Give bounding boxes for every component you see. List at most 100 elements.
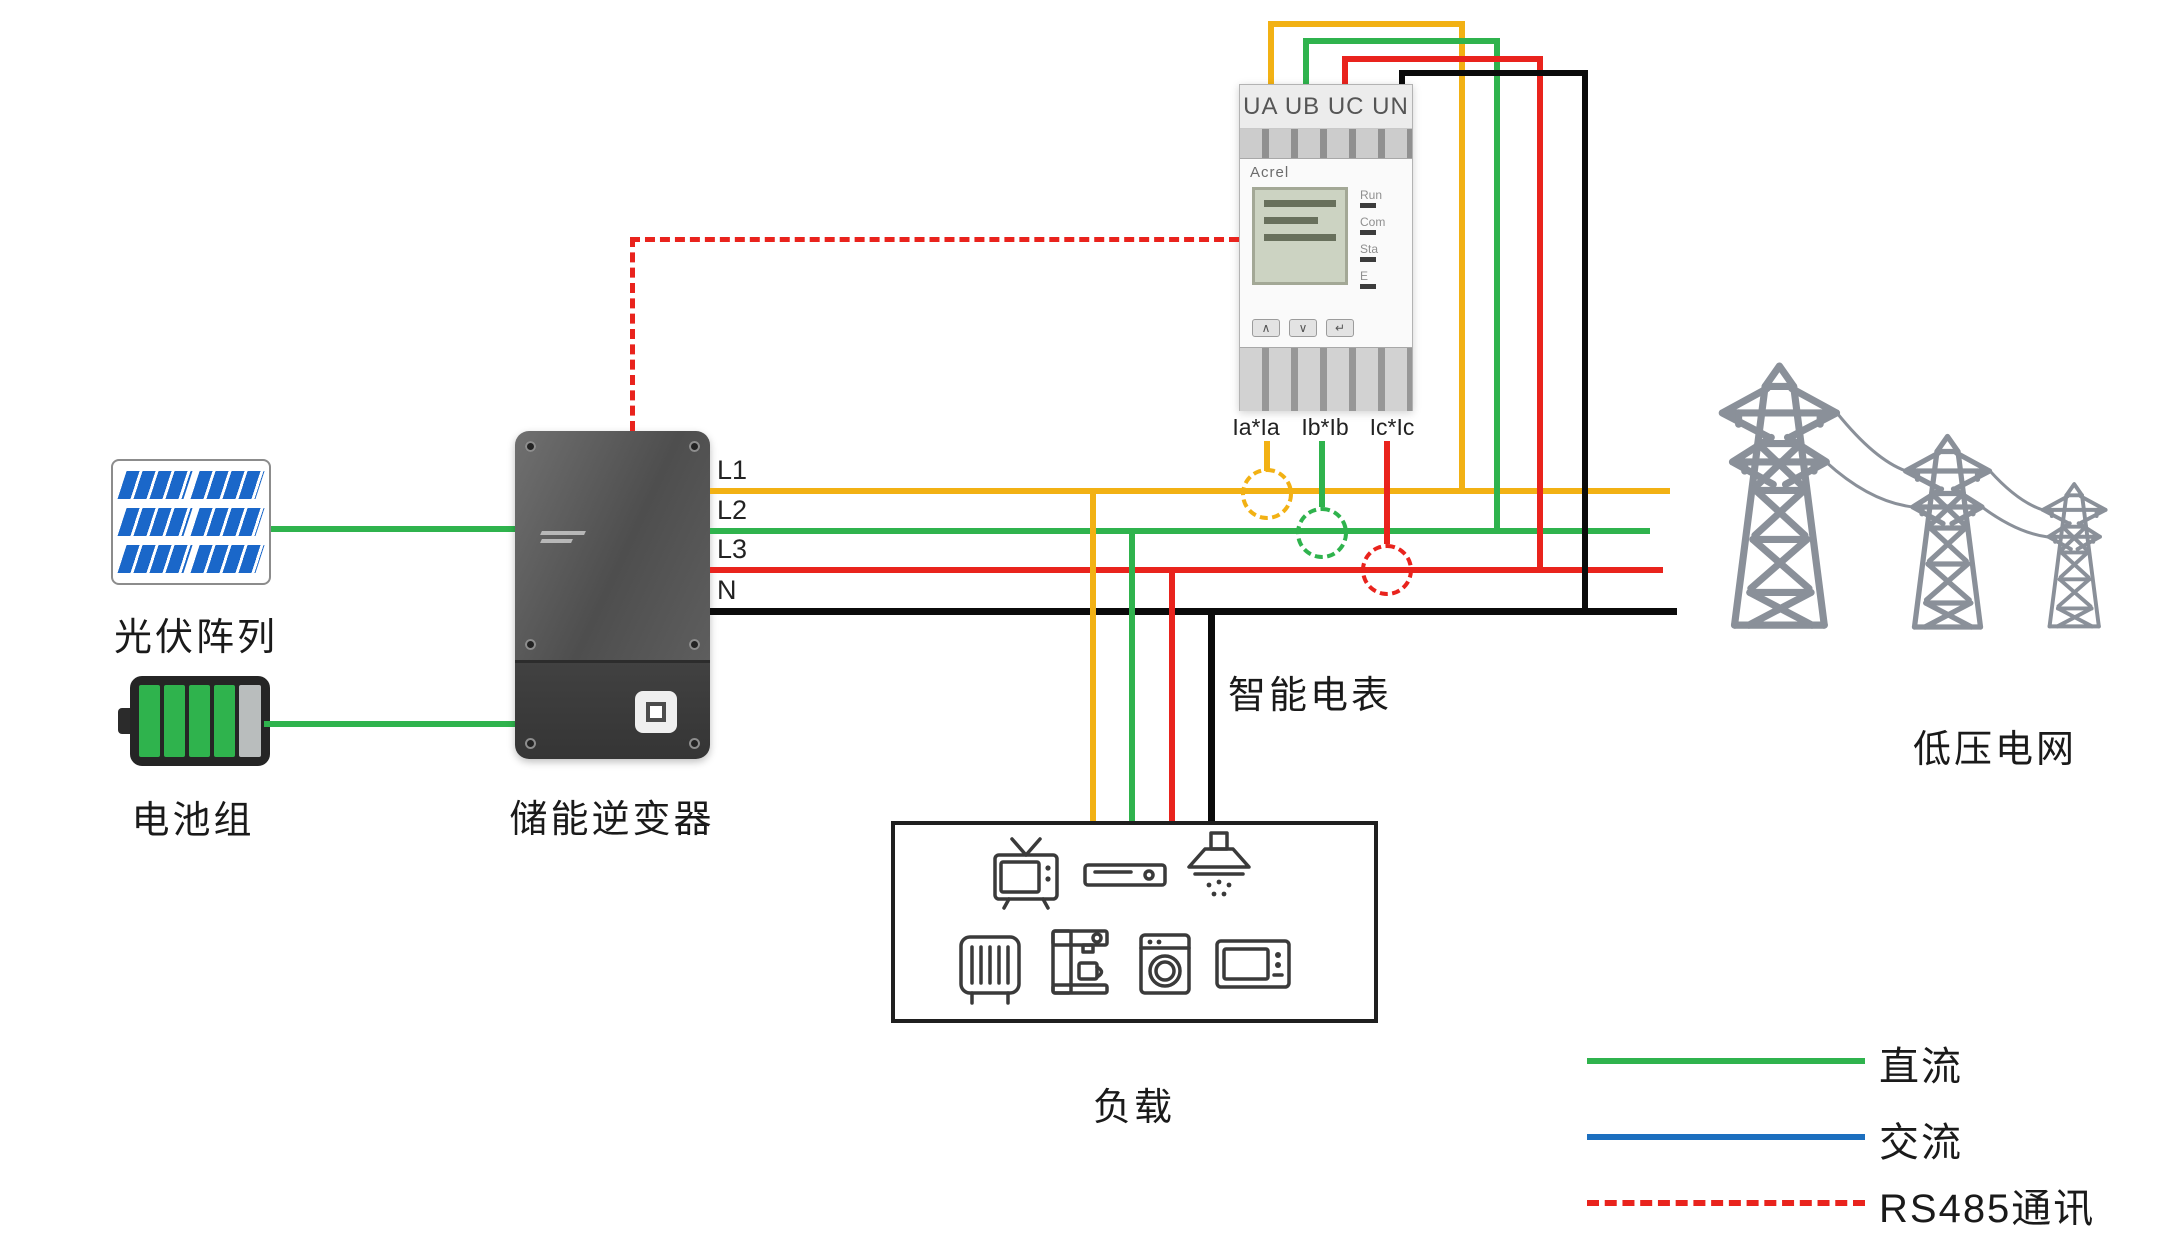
- pv-panel-row: [117, 545, 265, 573]
- meter-up-button: ∧: [1252, 319, 1280, 337]
- inverter: [515, 431, 710, 759]
- grid-towers: [1700, 350, 2108, 635]
- bus-line-l2: [710, 528, 1650, 534]
- ct-clamp-l1-icon: [1241, 468, 1293, 520]
- meter-terminal-label-ib: Ib*Ib: [1301, 414, 1349, 440]
- battery-label: 电池组: [131, 800, 255, 842]
- meter-buttons: ∧ ∨ ↵: [1252, 319, 1354, 337]
- inverter-logo: [540, 527, 586, 557]
- wire-pv-to-inverter: [271, 526, 515, 532]
- ct-clamp-l2-icon: [1296, 507, 1348, 559]
- wire-un-up: [1399, 70, 1405, 86]
- pv-panel-row: [117, 508, 265, 536]
- load-box: [891, 821, 1378, 1023]
- inverter-lower-panel: [515, 660, 710, 759]
- grid-label: 低压电网: [1912, 729, 2077, 771]
- screw-icon: [689, 441, 700, 452]
- screw-icon: [525, 639, 536, 650]
- bus-label-n: N: [717, 575, 737, 605]
- inverter-label: 储能逆变器: [509, 799, 715, 841]
- screw-icon: [689, 639, 700, 650]
- battery-icon: [118, 676, 270, 766]
- meter-indicator-panel: Run Com Sta E: [1360, 189, 1404, 297]
- meter-indicator-run: Run: [1360, 188, 1383, 202]
- meter-indicator-e: E: [1360, 269, 1369, 283]
- legend-dc-label: 直流: [1879, 1045, 1963, 1089]
- wire-ub-across: [1303, 38, 1500, 44]
- wire-battery-to-inverter: [264, 721, 515, 727]
- wire-ct-ia: [1264, 441, 1270, 471]
- wire-ct-ic: [1384, 441, 1390, 544]
- wire-l3-to-load: [1169, 567, 1175, 821]
- range-hood-icon: [1187, 831, 1251, 897]
- rs485-link-vertical: [630, 237, 635, 431]
- meter-terminal-label-ic: Ic*Ic: [1369, 414, 1415, 440]
- meter-bottom-terminal-block: [1240, 347, 1412, 411]
- inverter-front-panel: [515, 431, 710, 660]
- rs485-link-horizontal: [630, 237, 1239, 242]
- transmission-tower-icon: [1722, 366, 1836, 625]
- wire-un-across: [1399, 70, 1588, 76]
- bus-line-l1: [710, 488, 1670, 494]
- meter-enter-button: ↵: [1326, 319, 1354, 337]
- transmission-tower-icon: [1906, 437, 1990, 628]
- pv-array-label: 光伏阵列: [113, 617, 278, 659]
- wire-uc-across: [1342, 56, 1543, 62]
- screw-icon: [525, 441, 536, 452]
- e-led-icon: [1360, 284, 1376, 289]
- legend-ac-label: 交流: [1879, 1121, 1963, 1165]
- meter-lcd-screen: [1252, 187, 1348, 285]
- bus-line-l3: [710, 567, 1663, 573]
- meter-indicator-com: Com: [1360, 215, 1386, 229]
- tv-icon: [993, 837, 1059, 910]
- wire-ua-across: [1268, 21, 1465, 27]
- dvd-player-icon: [1083, 863, 1167, 887]
- bus-label-l2: L2: [717, 495, 748, 525]
- wire-un-down-to-n: [1582, 70, 1588, 615]
- legend-dc-line: [1587, 1058, 1865, 1064]
- ct-clamp-l3-icon: [1361, 544, 1413, 596]
- meter-face: Acrel Run Com Sta E ∧ ∨ ↵: [1240, 159, 1412, 347]
- wire-uc-down-to-l3: [1537, 56, 1543, 573]
- power-line-curves: [1824, 412, 2049, 539]
- legend-rs485-line: [1587, 1200, 1865, 1206]
- sta-led-icon: [1360, 257, 1376, 262]
- microwave-icon: [1215, 939, 1291, 989]
- wire-uc-up: [1342, 56, 1348, 84]
- meter-down-button: ∨: [1289, 319, 1317, 337]
- inverter-port-icon: [635, 691, 677, 733]
- meter-terminal-label-ia: Ia*Ia: [1232, 414, 1280, 440]
- wire-l2-to-load: [1129, 528, 1135, 821]
- wire-n-to-load: [1208, 608, 1215, 821]
- smart-meter: UA UB UC UN Acrel Run Com Sta E ∧ ∨ ↵: [1239, 84, 1413, 411]
- wire-l1-to-load: [1090, 488, 1096, 821]
- bus-label-l1: L1: [717, 455, 748, 485]
- pv-array-icon: [111, 459, 271, 585]
- wire-ua-up: [1268, 21, 1274, 84]
- pv-panel-row: [117, 471, 265, 499]
- legend-rs485-label: RS485通讯: [1879, 1187, 2096, 1231]
- meter-top-terminal-block: [1240, 129, 1412, 159]
- radiator-icon: [959, 935, 1021, 1005]
- screw-icon: [689, 738, 700, 749]
- meter-label: 智能电表: [1228, 675, 1393, 717]
- bus-line-n: [710, 608, 1677, 615]
- com-led-icon: [1360, 230, 1376, 235]
- coffee-machine-icon: [1051, 929, 1109, 995]
- meter-brand: Acrel: [1250, 164, 1290, 181]
- meter-indicator-sta: Sta: [1360, 242, 1379, 256]
- screw-icon: [525, 738, 536, 749]
- transmission-tower-icon: [2040, 482, 2108, 629]
- load-label: 负载: [1092, 1087, 1175, 1129]
- wire-ub-down-to-l2: [1494, 38, 1500, 534]
- legend-ac-line: [1587, 1134, 1865, 1140]
- meter-voltage-terminals-label: UA UB UC UN: [1240, 85, 1412, 129]
- bus-label-l3: L3: [717, 534, 748, 564]
- appliances-icons: [959, 831, 1291, 1005]
- run-led-icon: [1360, 203, 1376, 208]
- wire-ct-ib: [1319, 441, 1325, 507]
- washing-machine-icon: [1139, 933, 1191, 995]
- wire-ua-down-to-l1: [1459, 21, 1465, 494]
- wire-ub-up: [1303, 38, 1309, 84]
